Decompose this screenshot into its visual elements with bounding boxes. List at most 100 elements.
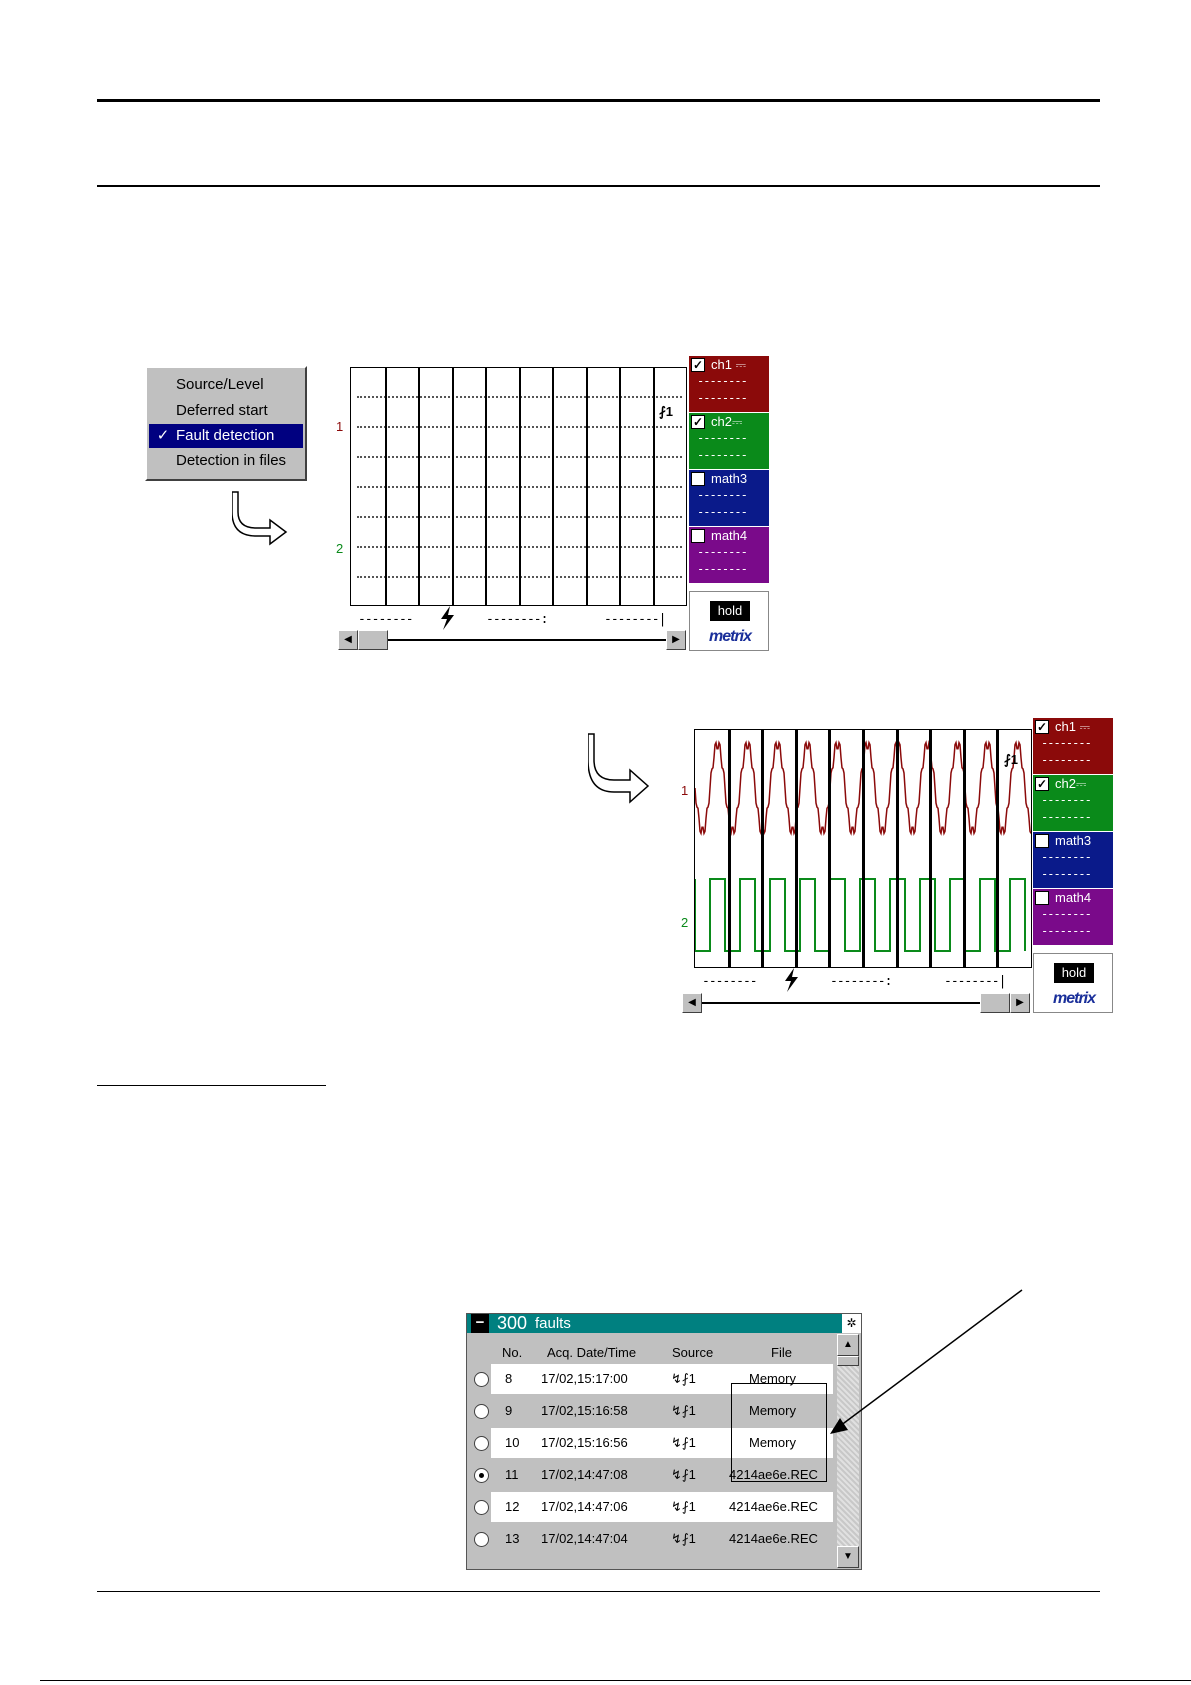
- channel-readout: --------: [697, 505, 748, 519]
- fault-file: 4214ae6e.REC: [729, 1499, 818, 1514]
- time-left-readout: --------: [702, 974, 758, 989]
- resize-icon[interactable]: ✲: [842, 1314, 861, 1333]
- channel-name: ch2⎓: [1055, 776, 1087, 791]
- grid-vertical-line: [586, 368, 588, 605]
- grid-vertical-line: [964, 730, 966, 967]
- time-right-readout: --------|: [944, 974, 1006, 989]
- grid-vertical-line: [519, 368, 521, 605]
- scope-screen-empty: [350, 367, 687, 606]
- column-header-file: File: [771, 1345, 792, 1360]
- check-icon: ✓: [156, 427, 170, 444]
- channel-readout: --------: [1041, 867, 1092, 881]
- menu-item-detection-in-files[interactable]: Detection in files: [149, 449, 303, 473]
- menu-item-deferred-start[interactable]: Deferred start: [149, 399, 303, 423]
- row-radio-button[interactable]: [474, 1500, 489, 1515]
- channel-panel-2[interactable]: ✓ch2⎓----------------: [689, 413, 769, 469]
- channel-checkbox[interactable]: ✓: [691, 415, 705, 429]
- menu-item-label: Source/Level: [176, 376, 264, 393]
- channel-name: ch1 ⎓: [711, 357, 746, 372]
- channel-readout: --------: [697, 545, 748, 559]
- fault-number: 9: [505, 1403, 513, 1418]
- scroll-up-button[interactable]: ▲: [837, 1334, 859, 1356]
- channel-panel-4[interactable]: math4----------------: [1033, 889, 1113, 945]
- menu-item-label: Deferred start: [176, 402, 268, 419]
- time-mid-readout: --------:: [830, 974, 892, 989]
- channel-name: ch1 ⎓: [1055, 719, 1090, 734]
- trigger-marker: ⨏1: [659, 404, 674, 419]
- curved-arrow-icon: [588, 733, 650, 804]
- channel-checkbox[interactable]: [1035, 891, 1049, 905]
- channel-checkbox[interactable]: ✓: [1035, 777, 1049, 791]
- row-radio-button[interactable]: [474, 1468, 489, 1483]
- channel-panel-1[interactable]: ✓ch1 ⎓----------------: [1033, 718, 1113, 774]
- scroll-left-button[interactable]: ◀: [338, 630, 358, 650]
- grid-vertical-line: [418, 368, 420, 605]
- menu-item-source-level[interactable]: Source/Level: [149, 373, 303, 397]
- time-left-readout: --------: [358, 612, 414, 627]
- curved-arrow-icon: [232, 491, 288, 546]
- grid-vertical-line: [385, 368, 387, 605]
- row-radio-button[interactable]: [474, 1404, 489, 1419]
- grid-vertical-line: [897, 730, 899, 967]
- channel-panel-4[interactable]: math4----------------: [689, 527, 769, 583]
- faults-title: faults: [535, 1315, 571, 1332]
- channel-checkbox[interactable]: [691, 529, 705, 543]
- memory-highlight-box: [731, 1383, 827, 1482]
- lightning-bolt-icon: [441, 606, 454, 630]
- lightning-bolt-icon: [785, 968, 798, 992]
- metrix-logo: metrix: [1052, 990, 1096, 1007]
- channel-name: math3: [1055, 833, 1092, 848]
- row-radio-button[interactable]: [474, 1372, 489, 1387]
- hold-button[interactable]: hold: [1054, 963, 1094, 983]
- scroll-thumb[interactable]: [980, 993, 1010, 1013]
- channel-2-y-marker: 2: [336, 541, 344, 556]
- hold-button[interactable]: hold: [710, 601, 750, 621]
- grid-vertical-line: [997, 730, 999, 967]
- scroll-right-button[interactable]: ▶: [1010, 993, 1030, 1013]
- horizontal-scrollbar[interactable]: ◀ ▶: [682, 993, 1030, 1013]
- channel-panel-3[interactable]: math3----------------: [689, 470, 769, 526]
- grid-vertical-line: [762, 730, 764, 967]
- channel-panel-2[interactable]: ✓ch2⎓----------------: [1033, 775, 1113, 831]
- horizontal-scrollbar[interactable]: ◀ ▶: [338, 630, 686, 650]
- column-header-source: Source: [672, 1345, 714, 1360]
- vertical-scrollbar[interactable]: ▲ ▼: [837, 1334, 859, 1568]
- menu-item-fault-detection[interactable]: ✓Fault detection: [149, 424, 303, 448]
- scope-screen-signals: [694, 729, 1032, 968]
- channel-checkbox[interactable]: ✓: [691, 358, 705, 372]
- time-mid-readout: --------:: [486, 612, 548, 627]
- fault-file: Memory: [749, 1435, 796, 1450]
- minimize-icon[interactable]: −: [471, 1314, 489, 1333]
- callout-arrow: [830, 1289, 1023, 1434]
- grid-vertical-line: [485, 368, 487, 605]
- fault-file: 4214ae6e.REC: [729, 1531, 818, 1546]
- scroll-down-button[interactable]: ▼: [837, 1546, 859, 1568]
- channel-panel-3[interactable]: math3----------------: [1033, 832, 1113, 888]
- channel-panel-1[interactable]: ✓ch1 ⎓----------------: [689, 356, 769, 412]
- column-header-no: No.: [502, 1345, 523, 1360]
- channel-checkbox[interactable]: [691, 472, 705, 486]
- row-radio-button[interactable]: [474, 1436, 489, 1451]
- section-underline: [97, 1085, 326, 1086]
- scroll-thumb[interactable]: [358, 630, 388, 650]
- scroll-left-button[interactable]: ◀: [682, 993, 702, 1013]
- channel-checkbox[interactable]: [1035, 834, 1049, 848]
- channel-1-y-marker: 1: [681, 783, 689, 798]
- trigger-marker: ⨏1: [1004, 752, 1019, 767]
- fault-datetime: 17/02,14:47:04: [541, 1531, 628, 1546]
- scroll-thumb[interactable]: [837, 1356, 859, 1366]
- scroll-right-button[interactable]: ▶: [666, 630, 686, 650]
- fault-datetime: 17/02,15:16:58: [541, 1403, 628, 1418]
- bottom-rule: [40, 1680, 1191, 1681]
- metrix-logo: metrix: [708, 628, 752, 645]
- row-radio-button[interactable]: [474, 1532, 489, 1547]
- channel-readout: --------: [1041, 753, 1092, 767]
- fault-source: ↯⨏1: [671, 1371, 696, 1386]
- channel-checkbox[interactable]: ✓: [1035, 720, 1049, 734]
